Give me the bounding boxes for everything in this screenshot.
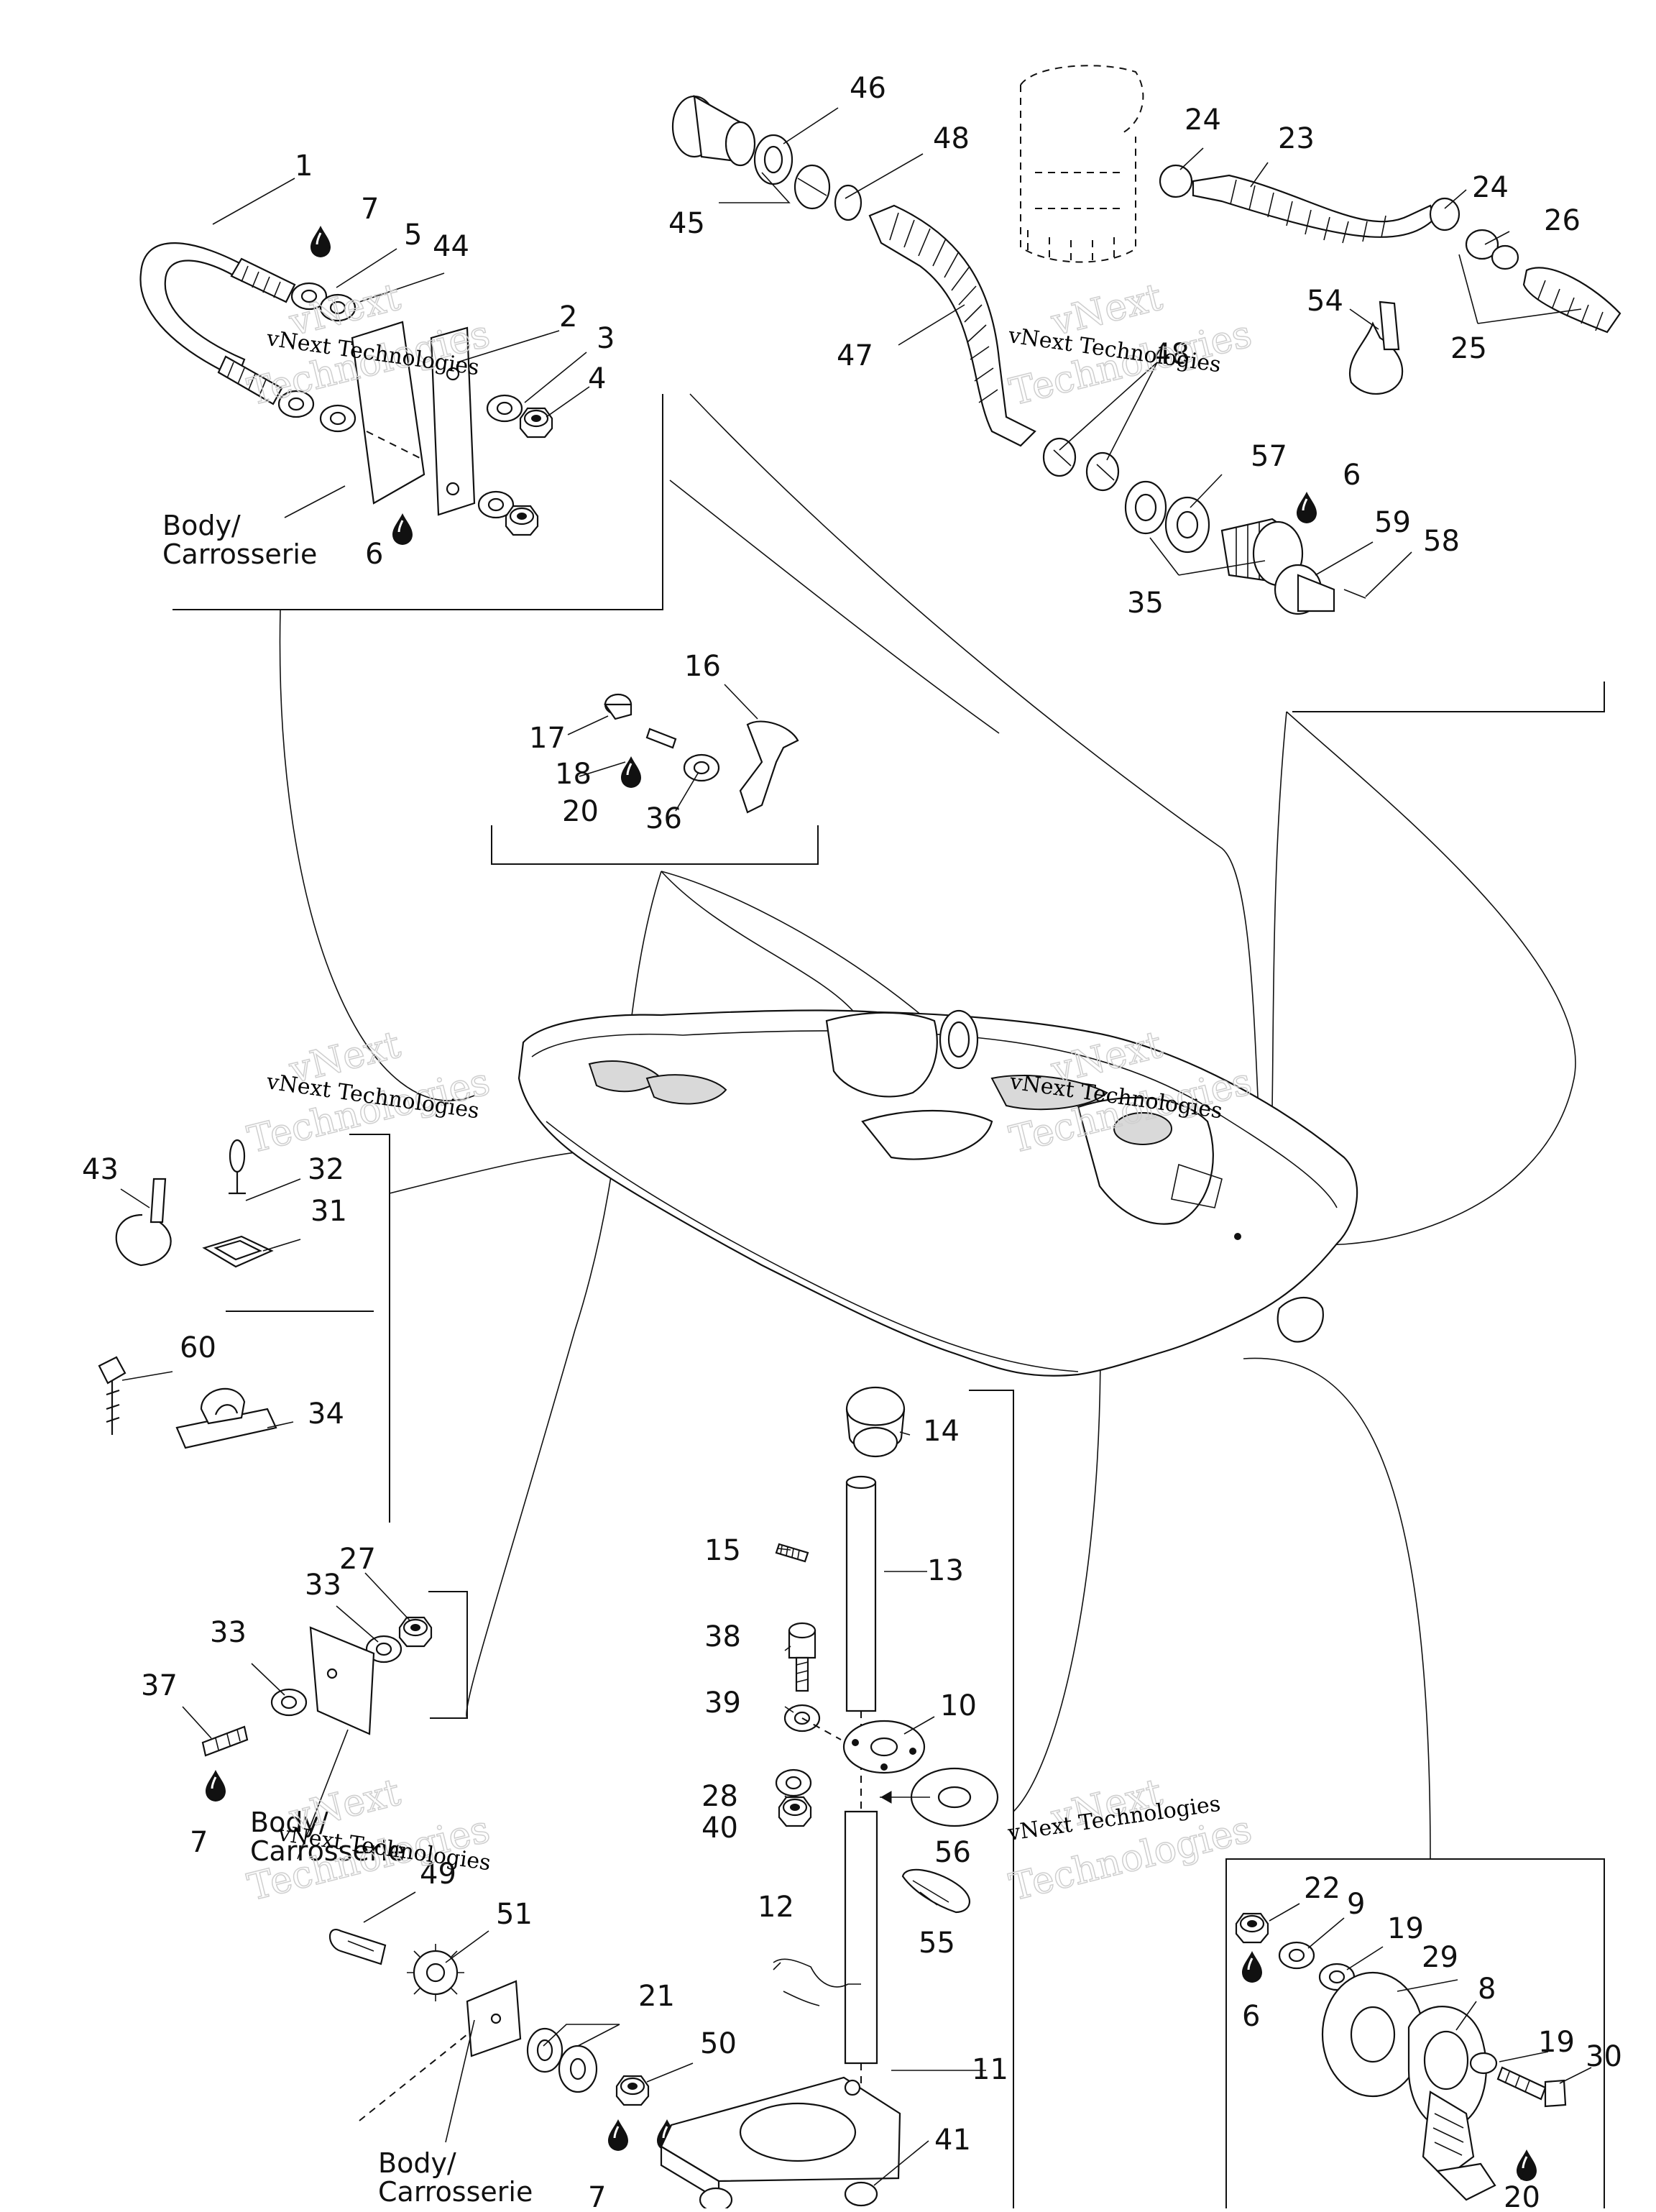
callout: 9 — [1347, 1888, 1365, 1921]
callout: 25 — [1450, 332, 1487, 365]
body-label-2b: Carrosserie — [250, 1835, 405, 1867]
callout: 21 — [638, 1980, 675, 2013]
callout: 23 — [1278, 122, 1315, 155]
callout: 20 — [562, 795, 599, 828]
callout: 48 — [933, 122, 970, 155]
group-through-hull — [1124, 480, 1366, 615]
callout: 6 — [1242, 2000, 1260, 2033]
group-bilge-pump — [1020, 65, 1622, 395]
callout: 8 — [1478, 1973, 1496, 2006]
body-label-1b: Carrosserie — [162, 538, 317, 570]
callout: 57 — [1251, 440, 1287, 473]
callout: 31 — [310, 1195, 347, 1228]
callout: 4 — [588, 362, 606, 395]
callout: 13 — [927, 1554, 964, 1587]
callout: 49 — [420, 1858, 456, 1891]
frame-lines — [172, 394, 1605, 2208]
group-bracket — [603, 693, 799, 814]
callout: 7 — [190, 1826, 208, 1859]
callout: 33 — [305, 1569, 341, 1602]
callout: 44 — [433, 230, 469, 263]
hull-illustration — [518, 1009, 1358, 1377]
callout: 38 — [704, 1620, 741, 1653]
body-label-3a: Body/ — [378, 2147, 456, 2179]
callout-numbers: 1 2 3 4 5 7 44 6 46 48 45 47 48 24 23 24… — [82, 72, 1622, 2212]
callout: 6 — [365, 538, 383, 571]
body-label-1a: Body/ — [162, 510, 241, 541]
group-left-hardware — [201, 1616, 678, 2152]
callout: 47 — [837, 339, 873, 372]
callout: 30 — [1586, 2040, 1622, 2073]
callout: 55 — [919, 1927, 955, 1960]
callout: 18 — [555, 758, 592, 791]
callout: 60 — [180, 1331, 216, 1364]
callout: 34 — [308, 1398, 344, 1431]
callout: 5 — [404, 219, 422, 252]
callout: 17 — [529, 722, 566, 755]
callout: 39 — [704, 1686, 741, 1720]
body-labels: Body/ Carrosserie Body/ Carrosserie Body… — [162, 510, 533, 2208]
group-drain-tube — [139, 224, 553, 546]
callout: 10 — [940, 1689, 977, 1722]
group-clips — [98, 1139, 277, 1449]
callout: 32 — [308, 1153, 344, 1186]
callout: 59 — [1374, 506, 1411, 539]
callout: 35 — [1127, 587, 1164, 620]
callout: 54 — [1307, 285, 1343, 318]
callout: 41 — [934, 2124, 971, 2157]
callout: 50 — [700, 2027, 737, 2060]
callout: 27 — [339, 1543, 376, 1576]
star-washer — [407, 1944, 464, 2001]
callout: 33 — [210, 1616, 247, 1649]
callout: 19 — [1387, 1912, 1424, 1945]
callout: 15 — [704, 1534, 741, 1567]
callout: 43 — [82, 1153, 119, 1186]
leader-curves — [279, 393, 1576, 1860]
callout: 3 — [597, 322, 615, 355]
callout: 29 — [1422, 1941, 1458, 1974]
callout: 45 — [668, 207, 705, 240]
group-drain-plug — [1235, 1912, 1567, 2201]
callout: 16 — [684, 650, 721, 683]
callout: 11 — [972, 2053, 1008, 2086]
body-label-2a: Body/ — [250, 1807, 328, 1838]
callout: 7 — [361, 193, 379, 226]
callout: 2 — [559, 300, 577, 334]
callout: 56 — [934, 1836, 971, 1869]
group-center-shaft — [660, 1386, 999, 2212]
callout: 40 — [702, 1812, 738, 1845]
callout: 58 — [1423, 525, 1460, 558]
callout: 12 — [758, 1891, 794, 1924]
callout: 46 — [850, 72, 886, 105]
callout: 26 — [1544, 204, 1581, 237]
callout: 51 — [496, 1898, 533, 1931]
callout: 6 — [1343, 459, 1361, 492]
callout: 24 — [1472, 171, 1509, 204]
group-hose-fittings — [671, 94, 1120, 492]
callout: 48 — [1153, 338, 1190, 371]
callout: 1 — [295, 150, 313, 183]
callout: 20 — [1504, 2181, 1540, 2208]
callout-leaders — [120, 107, 1592, 2186]
callout: 14 — [923, 1415, 960, 1448]
callout: 28 — [702, 1780, 738, 1813]
callout: 36 — [645, 802, 682, 835]
callout: 37 — [141, 1669, 178, 1702]
body-label-3b: Carrosserie — [378, 2176, 533, 2208]
callout: 24 — [1184, 104, 1221, 137]
callout: 7 — [588, 2181, 606, 2208]
callout: 22 — [1304, 1872, 1340, 1905]
callout: 19 — [1538, 2026, 1575, 2059]
